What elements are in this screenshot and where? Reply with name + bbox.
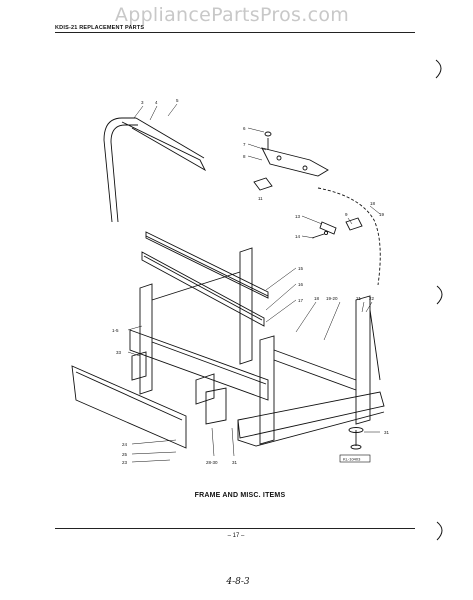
callout-label: 1-5 xyxy=(112,328,119,333)
callout-label: 6 xyxy=(243,126,246,131)
binding-mark xyxy=(435,59,442,79)
handwritten-note: 4-8-3 xyxy=(226,577,250,587)
callout-label: 22 xyxy=(369,296,375,301)
callout-label: 8 xyxy=(243,154,246,159)
callout-label: 7 xyxy=(243,142,246,147)
callout-label: 5 xyxy=(176,98,179,103)
callout-label: 16 xyxy=(298,282,304,287)
callout-label: 18 xyxy=(314,296,320,301)
callout-label: 25 xyxy=(122,452,128,457)
binding-mark xyxy=(436,285,443,305)
callout-label: 13 xyxy=(295,214,301,219)
callout-label: 11 xyxy=(258,196,263,201)
callout-label: 9 xyxy=(345,212,348,217)
part-side-rails xyxy=(141,231,269,327)
figure-caption: FRAME AND MISC. ITEMS xyxy=(194,492,286,499)
part-bracket-upper xyxy=(261,131,329,177)
callout-label: 24 xyxy=(122,442,128,447)
drawing-stamp-label: KL-10403 xyxy=(343,457,361,462)
part-main-frame xyxy=(129,247,385,447)
part-hinge-clips xyxy=(311,217,363,239)
callout-label: 33 xyxy=(116,350,122,355)
header-divider xyxy=(55,32,415,33)
page-header: KDIS-21 REPLACEMENT PARTS xyxy=(55,25,145,31)
callout-label: 4 xyxy=(155,100,158,105)
callout-label: 14 xyxy=(295,234,301,239)
watermark: AppliancePartsPros.com xyxy=(114,4,350,26)
part-toe-kick xyxy=(71,365,187,449)
callout-label: 19 xyxy=(379,212,385,217)
callout-label: 19-20 xyxy=(326,296,338,301)
binding-mark xyxy=(436,521,443,541)
part-leveling-foot xyxy=(348,427,364,450)
callout-label: 3 xyxy=(141,100,144,105)
callout-label: 31 xyxy=(232,460,238,465)
footer-divider xyxy=(55,528,415,529)
callout-label: 15 xyxy=(298,266,304,271)
dashed-cord xyxy=(317,187,381,286)
callout-label: 31 xyxy=(384,430,390,435)
page-number: – 17 – xyxy=(227,533,245,539)
callout-label: 18 xyxy=(370,201,376,206)
drawing-stamp-box xyxy=(339,454,371,463)
callout-label: 21 xyxy=(356,296,362,301)
callout-label: 23 xyxy=(122,460,128,465)
callout-label: 28-30 xyxy=(206,460,218,465)
part-clip xyxy=(253,177,273,191)
callout-label: 17 xyxy=(298,298,304,303)
part-rail-gasket xyxy=(103,117,207,223)
